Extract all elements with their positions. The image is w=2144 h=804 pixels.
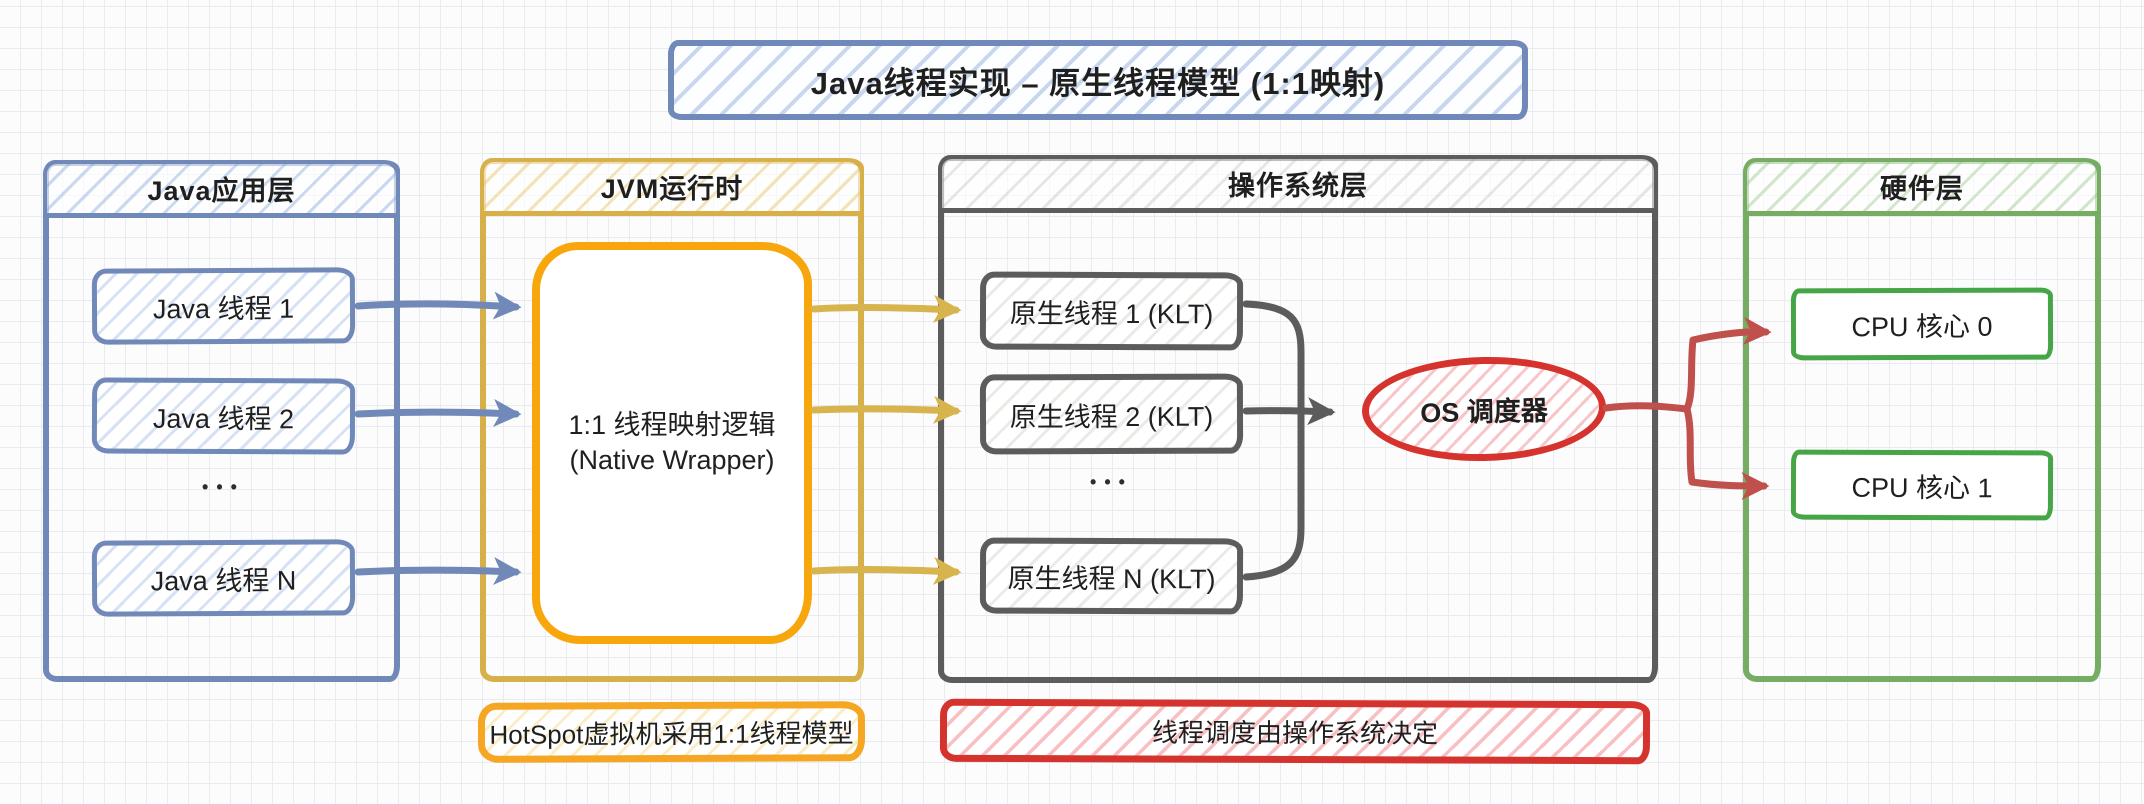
diagram-title: Java线程实现 – 原生线程模型 (1:1映射) bbox=[668, 40, 1528, 120]
jvm-layer-container: JVM运行时 bbox=[480, 158, 864, 682]
cpu-core-0-label: CPU 核心 0 bbox=[1851, 311, 1993, 342]
os-note: 线程调度由操作系统决定 bbox=[939, 698, 1651, 765]
java-thread-2-label: Java 线程 2 bbox=[152, 403, 295, 434]
hardware-layer-header-label: 硬件层 bbox=[1880, 174, 1964, 204]
cpu-core-0-node: CPU 核心 0 bbox=[1790, 287, 2054, 361]
java-thread-1-label: Java 线程 1 bbox=[152, 293, 295, 324]
diagram-title-label: Java线程实现 – 原生线程模型 (1:1映射) bbox=[810, 65, 1386, 101]
hardware-layer-container: 硬件层 bbox=[1743, 158, 2101, 682]
thread-mapping-label-line1: 1:1 线程映射逻辑 bbox=[568, 409, 776, 440]
os-scheduler-label: OS 调度器 bbox=[1419, 395, 1549, 428]
os-layer-header-label: 操作系统层 bbox=[1228, 171, 1368, 201]
os-note-label: 线程调度由操作系统决定 bbox=[1151, 717, 1439, 749]
jvm-layer-header-label: JVM运行时 bbox=[600, 174, 744, 204]
app-layer-ellipsis-label: ••• bbox=[202, 476, 245, 497]
os-layer-ellipsis: ••• bbox=[980, 465, 1243, 499]
cpu-core-1-label: CPU 核心 1 bbox=[1851, 472, 1993, 503]
os-layer-container: 操作系统层 bbox=[938, 155, 1658, 683]
native-thread-1-node: 原生线程 1 (KLT) bbox=[979, 271, 1244, 351]
hardware-layer-header: 硬件层 bbox=[1747, 162, 2097, 216]
java-thread-n-label: Java 线程 N bbox=[150, 565, 297, 596]
app-layer-header: Java应用层 bbox=[47, 164, 396, 218]
thread-mapping-label-line2: (Native Wrapper) bbox=[569, 445, 775, 475]
native-thread-n-node: 原生线程 N (KLT) bbox=[979, 537, 1244, 615]
thread-mapping-node: 1:1 线程映射逻辑 (Native Wrapper) bbox=[532, 242, 812, 644]
native-thread-2-label: 原生线程 2 (KLT) bbox=[1009, 401, 1214, 432]
jvm-note: HotSpot虚拟机采用1:1线程模型 bbox=[477, 701, 866, 763]
java-thread-1-node: Java 线程 1 bbox=[91, 267, 356, 345]
app-layer-ellipsis: ••• bbox=[92, 470, 355, 504]
native-thread-n-label: 原生线程 N (KLT) bbox=[1007, 563, 1216, 594]
java-thread-n-node: Java 线程 N bbox=[91, 539, 356, 617]
os-layer-ellipsis-label: ••• bbox=[1090, 471, 1133, 492]
cpu-core-1-node: CPU 核心 1 bbox=[1790, 449, 2054, 521]
native-thread-1-label: 原生线程 1 (KLT) bbox=[1009, 298, 1214, 329]
jvm-layer-header: JVM运行时 bbox=[484, 162, 860, 216]
java-thread-2-node: Java 线程 2 bbox=[91, 377, 356, 455]
app-layer-container: Java应用层 bbox=[43, 160, 400, 682]
app-layer-header-label: Java应用层 bbox=[147, 176, 296, 206]
native-thread-2-node: 原生线程 2 (KLT) bbox=[979, 373, 1244, 455]
jvm-note-label: HotSpot虚拟机采用1:1线程模型 bbox=[489, 717, 854, 750]
os-layer-header: 操作系统层 bbox=[942, 159, 1654, 213]
